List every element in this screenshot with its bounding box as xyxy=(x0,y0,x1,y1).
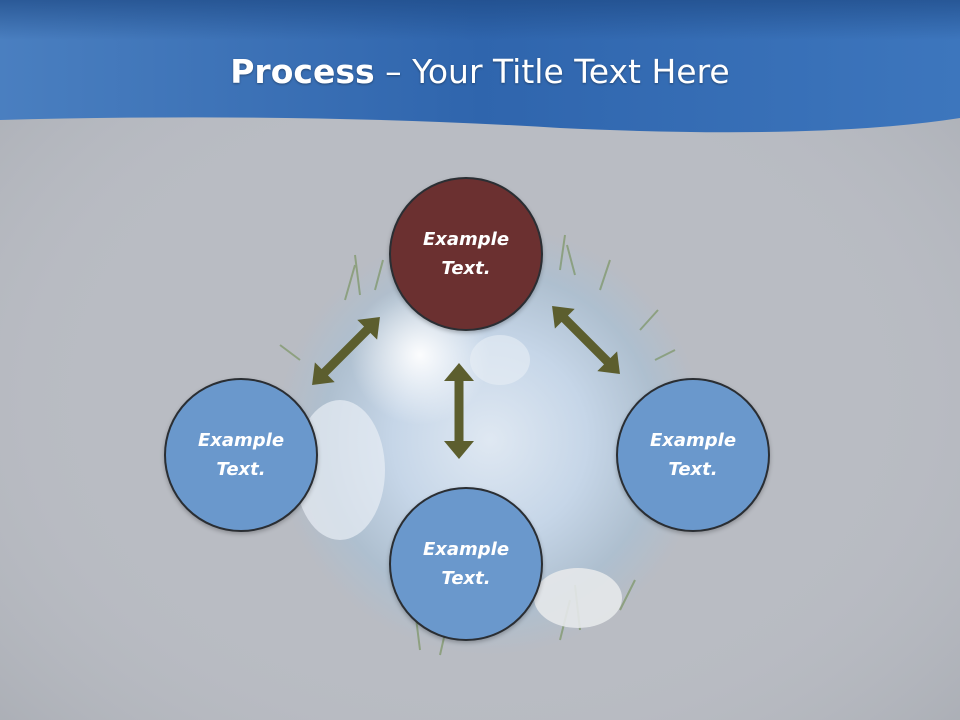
title-rest: – Your Title Text Here xyxy=(374,52,730,91)
node-right-line2: Text. xyxy=(668,459,718,480)
node-right-line1: Example xyxy=(649,430,737,451)
node-left-line2: Text. xyxy=(216,459,266,480)
slide-title: Process – Your Title Text Here xyxy=(0,52,960,91)
title-bold: Process xyxy=(230,52,375,91)
node-bottom-line2: Text. xyxy=(441,568,491,589)
arrow-group xyxy=(312,306,620,459)
arrow-top-right xyxy=(552,306,620,374)
arrow-top-left xyxy=(312,317,380,385)
node-left[interactable]: Example Text. xyxy=(164,378,318,532)
node-bottom-line1: Example xyxy=(422,539,510,560)
node-bottom[interactable]: Example Text. xyxy=(389,487,543,641)
arrow-vertical xyxy=(444,363,474,459)
node-right[interactable]: Example Text. xyxy=(616,378,770,532)
node-top[interactable]: Example Text. xyxy=(389,177,543,331)
node-top-line2: Text. xyxy=(441,258,491,279)
node-top-line1: Example xyxy=(422,229,510,250)
node-left-line1: Example xyxy=(197,430,285,451)
